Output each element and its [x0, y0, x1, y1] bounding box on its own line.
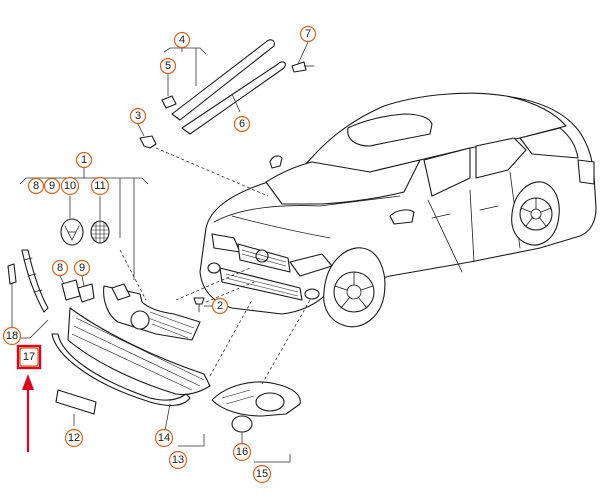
- callout-7-label: 7: [305, 28, 311, 40]
- lower-trim-strip: [51, 333, 191, 407]
- highlight-box: [16, 344, 42, 370]
- callout-8-top: 8: [27, 177, 45, 195]
- callout-11: 11: [90, 176, 110, 196]
- callout-15-label: 15: [256, 468, 268, 480]
- callout-9-top-label: 9: [49, 180, 55, 192]
- callout-3: 3: [129, 107, 147, 125]
- callout-2-label: 2: [217, 300, 223, 312]
- callout-8-mid: 8: [51, 259, 69, 277]
- callout-11-label: 11: [94, 180, 105, 192]
- clip-part-5: [161, 95, 177, 109]
- callout-14-label: 14: [158, 432, 170, 444]
- callout-17: 17: [19, 347, 39, 367]
- grille-parts: [7, 218, 301, 433]
- roof-moulding-parts: [139, 39, 315, 149]
- callout-8-top-label: 8: [33, 180, 39, 192]
- callout-10: 10: [60, 176, 80, 196]
- callout-16: 16: [232, 442, 252, 462]
- callout-4: 4: [173, 31, 191, 49]
- upper-grille: [103, 285, 201, 341]
- assembly-lines: [119, 147, 311, 385]
- callout-6: 6: [233, 115, 251, 133]
- screw-part-7: [291, 61, 307, 73]
- callout-12-label: 12: [68, 432, 80, 444]
- callout-1-label: 1: [81, 154, 87, 166]
- callout-18: 18: [2, 326, 22, 346]
- callout-16-label: 16: [236, 446, 248, 458]
- callout-3-label: 3: [135, 110, 141, 122]
- callout-18-label: 18: [6, 330, 18, 342]
- ring-part-16: [231, 415, 253, 433]
- strip-part-18: [7, 263, 17, 285]
- callout-17-label: 17: [23, 351, 35, 363]
- callout-13: 13: [168, 450, 188, 470]
- plate-bracket-part-12: [55, 389, 97, 415]
- callout-4-label: 4: [179, 34, 185, 46]
- callout-6-label: 6: [239, 118, 245, 130]
- callout-1: 1: [75, 151, 93, 169]
- clip-part-8b: [61, 279, 81, 301]
- callout-2: 2: [211, 297, 229, 315]
- callout-14: 14: [154, 428, 174, 448]
- strip-part-17: [21, 249, 49, 313]
- callout-8-mid-label: 8: [57, 262, 63, 274]
- screw-part-2: [193, 297, 205, 305]
- callout-5-label: 5: [165, 60, 171, 72]
- clip-part-9b: [77, 283, 95, 303]
- highlight-arrowhead: [22, 374, 34, 390]
- callout-12: 12: [64, 428, 84, 448]
- lower-grille: [67, 307, 211, 396]
- callout-9-mid-label: 9: [79, 262, 85, 274]
- callout-10-label: 10: [64, 180, 76, 192]
- callout-9-top: 9: [43, 177, 61, 195]
- callout-15: 15: [252, 464, 272, 484]
- callout-13-label: 13: [172, 454, 184, 466]
- callout-5: 5: [159, 57, 177, 75]
- roof-strip-upper: [171, 39, 275, 121]
- highlight-marker: [16, 344, 42, 452]
- leader-lines: [11, 41, 309, 463]
- car-illustration: [199, 92, 597, 328]
- callout-9-mid: 9: [73, 259, 91, 277]
- bracket-part-3: [139, 135, 157, 149]
- callout-7: 7: [299, 25, 317, 43]
